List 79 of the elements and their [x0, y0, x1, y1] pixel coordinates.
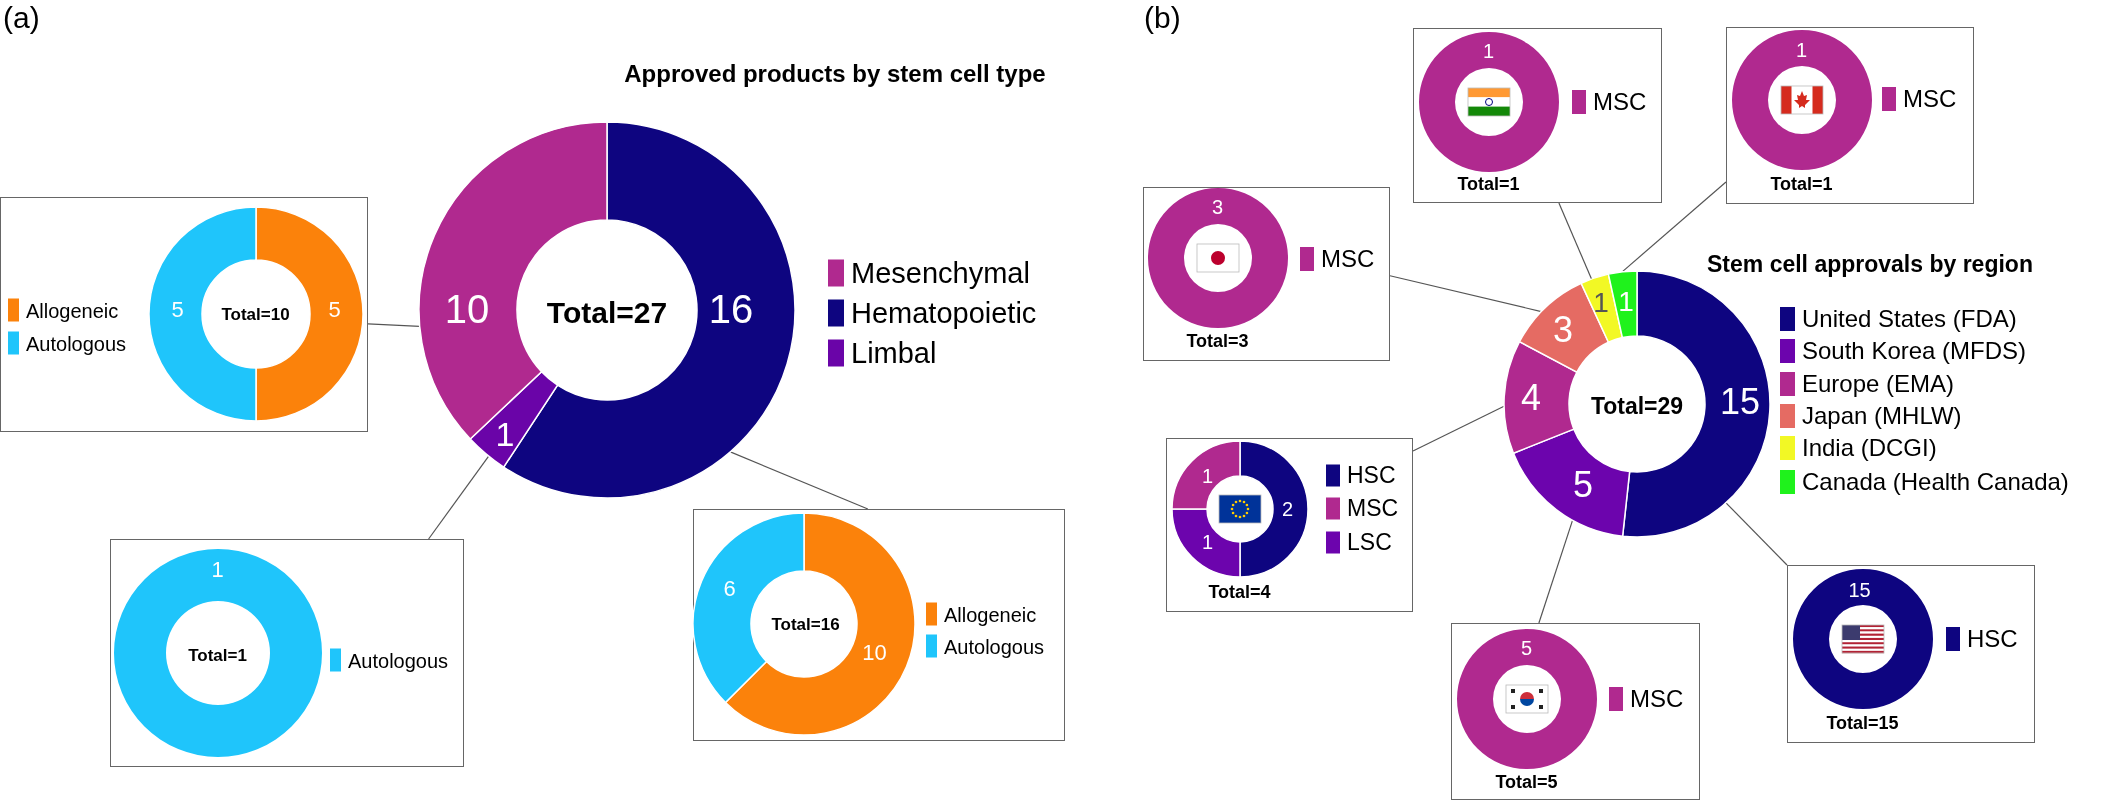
legend-label: MSC [1593, 90, 1647, 114]
slice-value: 3 [1211, 196, 1224, 217]
total-label: Total=1 [1457, 174, 1520, 193]
leader-line [1725, 502, 1788, 566]
inset-panel [1726, 27, 1974, 204]
slice-value: 1 [1618, 288, 1634, 316]
inset-panel [0, 197, 368, 432]
inset-panel [1451, 623, 1700, 800]
total-label: Total=16 [771, 615, 840, 632]
leader-line [428, 455, 490, 540]
panel-label: (a) [3, 3, 40, 33]
leader-line [1621, 181, 1727, 273]
slice-value: 1 [1593, 289, 1609, 317]
leader-line [1558, 202, 1593, 280]
slice-value: 5 [328, 298, 341, 321]
total-label: Total=1 [188, 646, 247, 663]
total-label: Total=4 [1208, 582, 1271, 601]
slice-value: 4 [1521, 380, 1541, 416]
leader-line [1412, 405, 1505, 452]
slice-value: 10 [444, 289, 490, 329]
legend-label: MSC [1630, 687, 1684, 711]
legend-label: Autologous [26, 333, 127, 353]
legend-label: Hematopoietic [851, 298, 1037, 328]
slice-value: 15 [1720, 384, 1760, 420]
legend-label: MSC [1903, 87, 1957, 111]
legend-label: Allogeneic [26, 300, 119, 320]
total-label: Total=5 [1495, 772, 1558, 791]
slice-value: 5 [171, 298, 184, 321]
slice-value: 5 [1573, 467, 1593, 503]
slice-value: 1 [1795, 39, 1808, 60]
slice-value: 15 [1848, 579, 1871, 600]
legend-label: South Korea (MFDS) [1802, 339, 2027, 363]
total-label: Total=15 [1826, 713, 1899, 732]
inset-panel [1787, 565, 2035, 743]
slice-value: 1 [1201, 531, 1214, 552]
slice-value: 5 [1520, 637, 1533, 658]
legend-label: Allogeneic [944, 604, 1037, 624]
slice-value: 3 [1553, 312, 1573, 348]
donut-chart [419, 122, 795, 498]
legend-label: India (DCGI) [1802, 436, 1937, 460]
slice-value: 2 [1281, 498, 1294, 519]
inset-panel [693, 509, 1065, 741]
legend-label: HSC [1967, 627, 2018, 651]
donut-chart [1504, 271, 1770, 537]
total-label: Total=3 [1186, 331, 1249, 350]
slice-value: 1 [211, 558, 224, 581]
chart-title: Stem cell approvals by region [1707, 253, 2033, 276]
leader-line [1389, 275, 1542, 313]
inset-panel [1143, 187, 1390, 361]
leader-line [1538, 519, 1574, 624]
inset-panel [110, 539, 464, 767]
legend-label: Canada (Health Canada) [1802, 470, 2069, 494]
slice-value: 10 [862, 641, 887, 664]
total-label: Total=27 [546, 298, 668, 328]
legend-label: MSC [1347, 496, 1399, 520]
legend-label: MSC [1321, 247, 1375, 271]
slice-value: 1 [495, 417, 515, 451]
legend-label: Mesenchymal [851, 258, 1030, 288]
slice-value: 16 [708, 289, 754, 329]
legend-label: Europe (EMA) [1802, 372, 1955, 396]
legend-label: Japan (MHLW) [1802, 404, 1962, 428]
leader-line [729, 451, 869, 510]
slice-value: 1 [1201, 465, 1214, 486]
panel-label: (b) [1144, 3, 1181, 33]
total-label: Total=1 [1770, 174, 1833, 193]
legend-label: Limbal [851, 338, 937, 368]
legend-label: Autologous [348, 650, 449, 670]
inset-panel [1413, 28, 1662, 203]
slice-value: 1 [1482, 40, 1495, 61]
chart-title: Approved products by stem cell type [624, 62, 1046, 86]
total-label: Total=29 [1590, 394, 1684, 418]
legend-label: United States (FDA) [1802, 307, 2017, 331]
inset-panel [1166, 438, 1413, 612]
legend-label: LSC [1347, 530, 1392, 554]
slice-value: 6 [723, 577, 736, 600]
leader-line [367, 323, 421, 327]
legend-label: HSC [1347, 463, 1396, 487]
legend-label: Autologous [944, 636, 1045, 656]
total-label: Total=10 [221, 305, 290, 322]
